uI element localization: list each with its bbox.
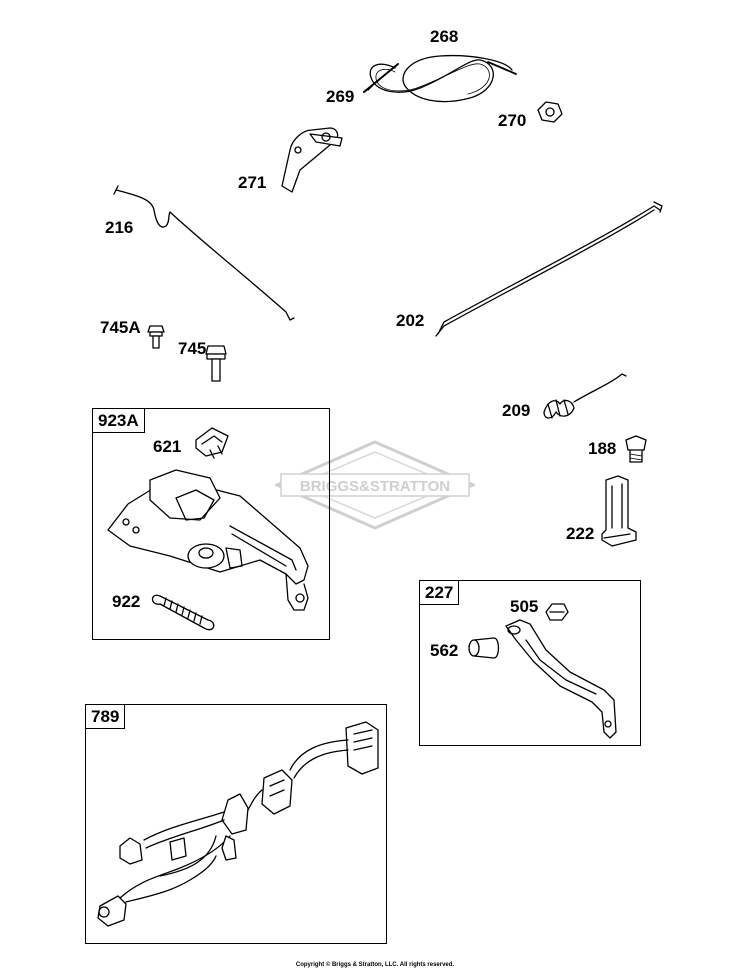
- part-label-270[interactable]: 270: [498, 111, 527, 130]
- part-label-745A[interactable]: 745A: [100, 318, 141, 337]
- bracket-222: [601, 475, 637, 547]
- group-box-789: 789: [85, 704, 387, 944]
- lever-227: [505, 619, 617, 739]
- briggs-stratton-watermark: BRIGGS&STRATTON: [275, 440, 475, 530]
- spring-209: [543, 373, 627, 419]
- group-box-227: 227: [419, 580, 641, 746]
- part-label-922[interactable]: 922: [112, 592, 141, 611]
- group-tag-789[interactable]: 789: [86, 705, 126, 729]
- throttle-cable-268: [369, 54, 517, 103]
- part-label-271[interactable]: 271: [238, 173, 267, 192]
- nut-505: [545, 603, 569, 621]
- nut-270: [537, 101, 563, 123]
- part-label-209[interactable]: 209: [502, 401, 531, 420]
- spring-922: [151, 594, 215, 631]
- part-label-202[interactable]: 202: [396, 311, 425, 330]
- wiring-harness-789: [97, 721, 379, 927]
- part-label-745[interactable]: 745: [178, 339, 207, 358]
- part-label-188[interactable]: 188: [588, 439, 617, 458]
- part-label-505[interactable]: 505: [510, 597, 539, 616]
- part-label-216[interactable]: 216: [105, 218, 134, 237]
- governor-link-216: [113, 185, 295, 321]
- part-label-222[interactable]: 222: [566, 524, 595, 543]
- copyright-notice: Copyright © Briggs & Stratton, LLC. All …: [295, 962, 455, 968]
- part-label-621[interactable]: 621: [153, 437, 182, 456]
- part-label-269[interactable]: 269: [326, 87, 355, 106]
- group-tag-227[interactable]: 227: [420, 581, 460, 605]
- cable-end-269: [363, 63, 399, 93]
- watermark-text: BRIGGS&STRATTON: [300, 478, 450, 495]
- screw-188: [625, 435, 647, 463]
- part-label-268[interactable]: 268: [430, 27, 459, 46]
- bolt-745A: [147, 325, 165, 349]
- part-label-562[interactable]: 562: [430, 641, 459, 660]
- rod-202: [435, 201, 663, 337]
- group-tag-923A[interactable]: 923A: [93, 409, 145, 433]
- pin-562: [468, 637, 500, 659]
- control-assembly-923A: [107, 469, 309, 611]
- group-box-923A: 923A: [92, 408, 330, 640]
- bolt-745: [205, 345, 227, 382]
- clip-621: [195, 427, 229, 459]
- bracket-271: [281, 127, 343, 193]
